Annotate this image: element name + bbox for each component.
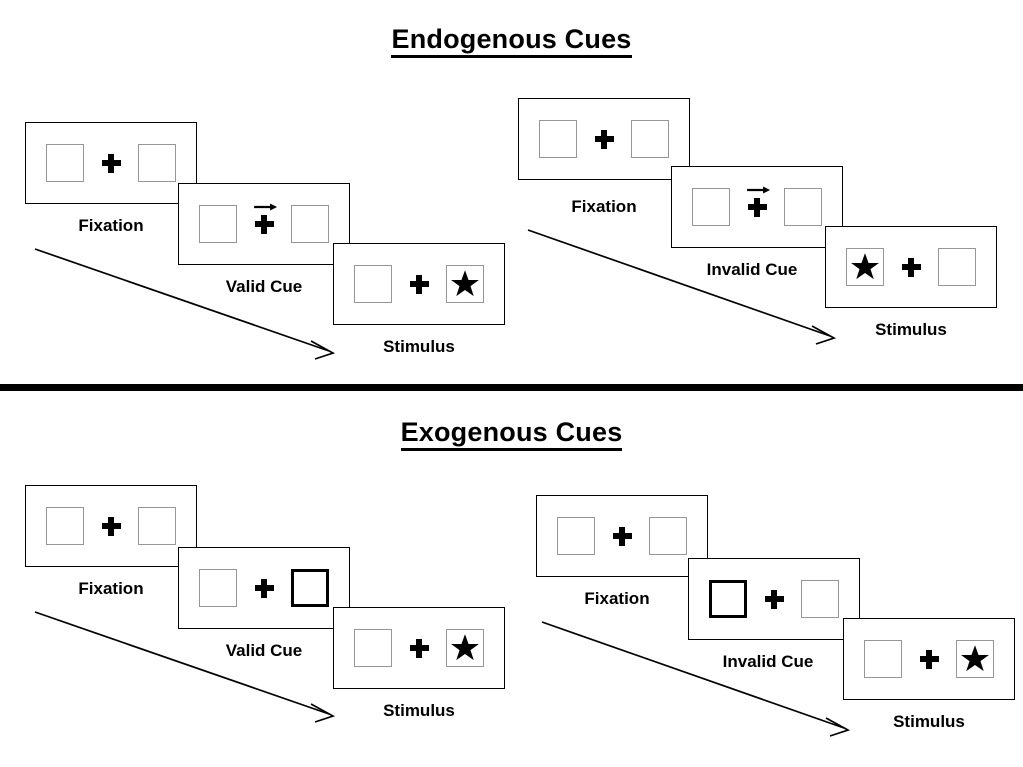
caption-exogenous-valid-stimulus: Stimulus — [383, 701, 455, 720]
fixation-cross-icon — [919, 649, 939, 669]
panel-exogenous-invalid-fixation — [536, 495, 708, 577]
target-box-right — [291, 205, 329, 243]
fixation-area — [761, 580, 787, 618]
target-box-right-cued — [291, 569, 329, 607]
fixation-area — [744, 185, 772, 226]
panel-endogenous-invalid-stimulus — [825, 226, 997, 308]
caption-endogenous-invalid-stimulus: Stimulus — [875, 320, 947, 339]
fixation-area — [591, 120, 617, 158]
caption-endogenous-valid-fixation: Fixation — [78, 216, 144, 235]
panel-exogenous-invalid-stimulus — [843, 618, 1015, 700]
target-box-right — [446, 265, 484, 303]
caption-endogenous-invalid-fixation: Fixation — [571, 197, 637, 216]
fixation-area — [916, 640, 942, 678]
arrow-right-cue-icon — [746, 185, 772, 195]
star-icon — [850, 252, 880, 282]
fixation-cross-icon — [254, 214, 274, 234]
target-box-right — [938, 248, 976, 286]
fixation-area — [406, 265, 432, 303]
panel-exogenous-valid-fixation — [25, 485, 197, 567]
fixation-cross-icon — [409, 274, 429, 294]
section-title-endogenous: Endogenous Cues — [0, 24, 1023, 58]
target-box-left — [199, 205, 237, 243]
caption-endogenous-invalid-cue: Invalid Cue — [706, 260, 798, 279]
caption-exogenous-invalid-cue: Invalid Cue — [722, 652, 814, 671]
target-box-right — [631, 120, 669, 158]
fixation-area — [251, 569, 277, 607]
fixation-cross-icon — [254, 578, 274, 598]
fixation-cross-icon — [101, 516, 121, 536]
fixation-cross-icon — [901, 257, 921, 277]
fixation-cross-icon — [409, 638, 429, 658]
panel-exogenous-valid-stimulus — [333, 607, 505, 689]
fixation-area — [98, 507, 124, 545]
fixation-area — [406, 629, 432, 667]
caption-endogenous-valid-stimulus: Stimulus — [383, 337, 455, 356]
panel-endogenous-valid-fixation — [25, 122, 197, 204]
panel-exogenous-valid-cue — [178, 547, 350, 629]
target-box-left — [539, 120, 577, 158]
target-box-right — [956, 640, 994, 678]
star-icon — [450, 633, 480, 663]
target-box-right — [446, 629, 484, 667]
fixation-area — [898, 248, 924, 286]
fixation-area — [609, 517, 635, 555]
target-box-left — [46, 144, 84, 182]
target-box-right — [649, 517, 687, 555]
target-box-right — [784, 188, 822, 226]
target-box-left — [199, 569, 237, 607]
panel-endogenous-invalid-fixation — [518, 98, 690, 180]
fixation-cross-icon — [101, 153, 121, 173]
target-box-left — [864, 640, 902, 678]
target-box-left-cued — [709, 580, 747, 618]
fixation-cross-icon — [612, 526, 632, 546]
caption-exogenous-valid-fixation: Fixation — [78, 579, 144, 598]
panel-endogenous-invalid-cue — [671, 166, 843, 248]
star-icon — [450, 269, 480, 299]
target-box-right — [801, 580, 839, 618]
fixation-area — [98, 144, 124, 182]
fixation-cross-icon — [594, 129, 614, 149]
target-box-left — [846, 248, 884, 286]
caption-endogenous-valid-cue: Valid Cue — [225, 277, 303, 296]
target-box-right — [138, 144, 176, 182]
star-icon — [960, 644, 990, 674]
caption-exogenous-valid-cue: Valid Cue — [225, 641, 303, 660]
caption-exogenous-invalid-stimulus: Stimulus — [893, 712, 965, 731]
section-title-exogenous-text: Exogenous Cues — [400, 417, 623, 451]
section-divider — [0, 384, 1023, 391]
panel-endogenous-valid-stimulus — [333, 243, 505, 325]
panel-endogenous-valid-cue — [178, 183, 350, 265]
caption-exogenous-invalid-fixation: Fixation — [584, 589, 650, 608]
target-box-right — [138, 507, 176, 545]
target-box-left — [46, 507, 84, 545]
section-title-endogenous-text: Endogenous Cues — [391, 24, 632, 58]
panel-exogenous-invalid-cue — [688, 558, 860, 640]
fixation-cross-icon — [747, 197, 767, 217]
target-box-left — [557, 517, 595, 555]
target-box-left — [354, 265, 392, 303]
fixation-cross-icon — [764, 589, 784, 609]
target-box-left — [354, 629, 392, 667]
fixation-area — [251, 202, 279, 243]
target-box-left — [692, 188, 730, 226]
arrow-right-cue-icon — [253, 202, 279, 212]
section-title-exogenous: Exogenous Cues — [0, 417, 1023, 451]
